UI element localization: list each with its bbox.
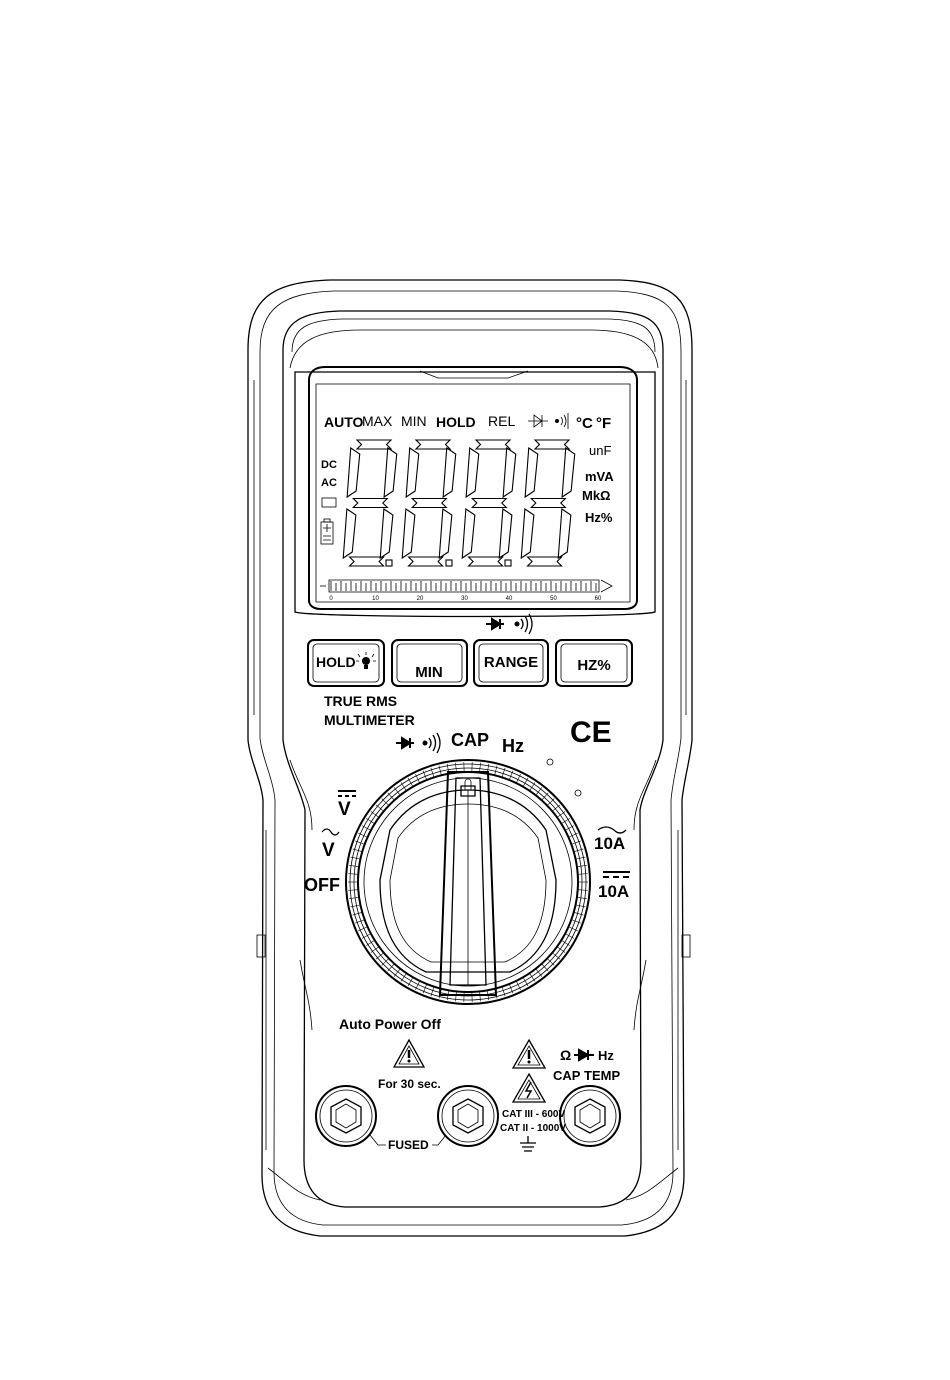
bargraph-tick-label: 30 bbox=[461, 596, 468, 602]
lcd-annunciators: AUTO MAX MIN HOLD REL °C °F bbox=[324, 413, 611, 432]
backlight-icon bbox=[356, 652, 376, 669]
lcd-min-label: MIN bbox=[401, 413, 427, 429]
dial-dcv: V bbox=[338, 791, 356, 820]
ce-mark: CE bbox=[570, 716, 612, 749]
function-dial[interactable] bbox=[346, 760, 590, 1004]
dial-acv: V bbox=[322, 829, 339, 861]
lcd-unit-cap: unF bbox=[589, 443, 611, 458]
lcd-unit-ohm: MkΩ bbox=[582, 488, 610, 503]
lcd-rel-label: REL bbox=[488, 413, 515, 429]
cat-iii-rating: CAT III - 600V bbox=[502, 1109, 565, 1120]
for-30-seconds-label: For 30 sec. bbox=[378, 1077, 441, 1091]
lcd-digit bbox=[462, 440, 515, 566]
diode-continuity-position-icon bbox=[396, 733, 440, 753]
lcd-digit bbox=[402, 440, 455, 566]
warning-icon-left bbox=[394, 1040, 424, 1067]
lcd-units: unF mVA MkΩ Hz% bbox=[582, 443, 614, 525]
lcd-fahrenheit-label: °F bbox=[596, 415, 611, 432]
diode-icon bbox=[528, 415, 548, 427]
range-button-label: RANGE bbox=[484, 654, 538, 671]
model-line-2: MULTIMETER bbox=[324, 712, 415, 728]
dial-dc10a-label: 10A bbox=[598, 882, 629, 901]
bargraph-tick-label: 50 bbox=[550, 596, 557, 602]
lcd-digit bbox=[521, 440, 574, 566]
bargraph-tick-label: 20 bbox=[417, 596, 424, 602]
range-button[interactable]: RANGE bbox=[474, 640, 548, 686]
dial-dc-10a: 10A bbox=[598, 872, 630, 901]
lcd-rel-box bbox=[322, 498, 336, 507]
lcd-dc-flag: DC bbox=[321, 459, 337, 471]
hz-button-label: HZ% bbox=[577, 657, 610, 674]
jack-cap-label: CAP bbox=[553, 1068, 581, 1083]
dial-dcv-label: V bbox=[338, 799, 351, 820]
dial-off-label: OFF bbox=[304, 875, 340, 895]
fused-label: FUSED bbox=[388, 1138, 429, 1152]
high-voltage-icon bbox=[513, 1074, 545, 1102]
lcd-left-flags: DC AC bbox=[321, 459, 337, 544]
jack-com[interactable] bbox=[438, 1086, 498, 1146]
jack-temp-label: TEMP bbox=[584, 1068, 620, 1083]
button-area: HOLD MIN RANGE HZ% bbox=[308, 614, 632, 686]
continuity-icon bbox=[555, 413, 568, 429]
hold-button-label: HOLD bbox=[316, 654, 356, 670]
dial-position-temp-c bbox=[547, 759, 553, 765]
battery-icon bbox=[321, 519, 333, 544]
lcd-bargraph: 0 10 20 30 40 50 60 bbox=[320, 580, 612, 602]
dial-hz-label: Hz bbox=[502, 736, 524, 756]
lcd-decimal-point bbox=[446, 560, 452, 566]
jack-function-labels: Ω Hz CAP TEMP bbox=[553, 1047, 620, 1083]
ground-icon bbox=[520, 1136, 536, 1151]
lcd-hold-label: HOLD bbox=[436, 414, 476, 430]
lcd-max-label: MAX bbox=[362, 413, 393, 429]
lcd-digit bbox=[343, 440, 396, 566]
model-line-1: TRUE RMS bbox=[324, 693, 397, 709]
min-button-label: MIN bbox=[415, 664, 443, 681]
dial-position-temp-f bbox=[575, 790, 581, 796]
jack-diode-icon bbox=[574, 1050, 594, 1060]
lcd-decimal-point bbox=[505, 560, 511, 566]
lcd-decimal-point bbox=[386, 560, 392, 566]
min-button[interactable]: MIN bbox=[392, 640, 467, 686]
jack-hz-label: Hz bbox=[598, 1048, 614, 1063]
auto-power-off-label: Auto Power Off bbox=[339, 1016, 441, 1032]
warning-icon-right bbox=[513, 1040, 545, 1068]
dial-acv-label: V bbox=[322, 840, 335, 861]
jack-ohm-label: Ω bbox=[560, 1047, 571, 1063]
dial-ac10a-label: 10A bbox=[594, 834, 625, 853]
dial-labels: CAP Hz V V OFF 10A 10A bbox=[304, 730, 630, 901]
bargraph-tick-label: 40 bbox=[506, 596, 513, 602]
lcd-auto-label: AUTO bbox=[324, 414, 364, 430]
bargraph-tick-label: 60 bbox=[595, 596, 602, 602]
cat-ii-rating: CAT II - 1000V bbox=[500, 1123, 566, 1134]
dial-cap-label: CAP bbox=[451, 730, 489, 750]
lcd-unit-freq: Hz% bbox=[585, 510, 613, 525]
lcd-ac-flag: AC bbox=[321, 477, 337, 489]
hold-button[interactable]: HOLD bbox=[308, 640, 384, 686]
jack-v-ohm[interactable] bbox=[560, 1086, 620, 1146]
dial-ac-10a: 10A bbox=[594, 827, 626, 853]
lcd-digits bbox=[343, 440, 574, 566]
bargraph-tick-label: 0 bbox=[329, 596, 333, 602]
jack-10a[interactable] bbox=[316, 1086, 376, 1146]
bargraph-tick-label: 10 bbox=[372, 596, 379, 602]
lcd-celsius-label: °C bbox=[576, 415, 593, 432]
lcd-unit-volt-amp: mVA bbox=[585, 469, 614, 484]
hz-button[interactable]: HZ% bbox=[556, 640, 632, 686]
